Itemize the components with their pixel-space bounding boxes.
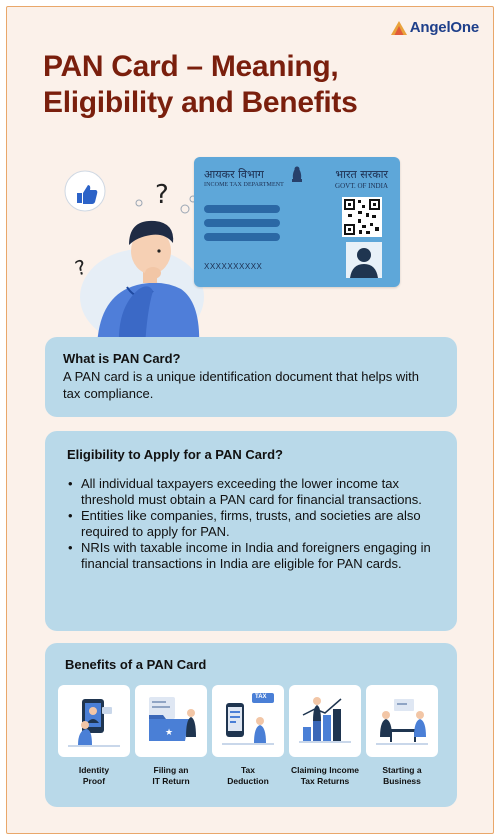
benefit-tile: ★ xyxy=(135,685,207,757)
eligibility-list: All individual taxpayers exceeding the l… xyxy=(65,476,437,572)
benefit-identity-proof: Identity Proof xyxy=(58,685,130,787)
benefit-label-line-1: Tax xyxy=(240,765,256,775)
benefits-row: Identity Proof ★ xyxy=(58,685,438,787)
page-title: PAN Card – Meaning, Eligibility and Bene… xyxy=(43,49,443,121)
benefit-label-line-2: IT Return xyxy=(152,776,190,786)
benefit-starting-a-business: Starting a Business xyxy=(366,685,438,787)
svg-text:★: ★ xyxy=(165,728,173,738)
title-line-2: Eligibility and Benefits xyxy=(43,86,358,119)
card-dept-hindi: आयकर विभाग xyxy=(204,168,264,181)
identity-proof-icon xyxy=(68,699,120,747)
benefit-label: Identity Proof xyxy=(55,765,133,787)
logo-text: AngelOne xyxy=(409,19,479,36)
card-govt-hindi: भारत सरकार xyxy=(335,168,388,181)
tax-tag: TAX xyxy=(255,694,267,700)
angelone-logo[interactable]: AngelOne xyxy=(390,19,479,36)
card-dept-english: INCOME TAX DEPARTMENT xyxy=(204,182,284,188)
starting-business-icon xyxy=(376,699,428,745)
filing-return-icon: ★ xyxy=(149,697,196,741)
svg-text:?: ? xyxy=(155,180,169,210)
eligibility-section: Eligibility to Apply for a PAN Card? All… xyxy=(45,431,457,631)
benefits-section: Benefits of a PAN Card I xyxy=(45,643,457,807)
benefit-label: Tax Deduction xyxy=(209,765,287,787)
benefit-label-line-2: Deduction xyxy=(227,776,269,786)
title-line-1: PAN Card – Meaning, xyxy=(43,50,339,83)
benefit-label-line-1: Identity xyxy=(78,765,110,775)
benefit-tile xyxy=(58,685,130,757)
photo-placeholder-icon xyxy=(346,242,382,278)
benefit-tax-deduction: TAX Tax Deduction xyxy=(212,685,284,787)
card-number: XXXXXXXXXX xyxy=(204,262,263,271)
card-text-bar xyxy=(204,233,280,241)
claiming-returns-icon xyxy=(299,697,351,743)
benefit-label: Filing an IT Return xyxy=(132,765,210,787)
benefit-tile: TAX xyxy=(212,685,284,757)
benefit-label-line-2: Business xyxy=(383,776,421,786)
card-govt-english: GOVT. OF INDIA xyxy=(335,182,388,190)
list-item: NRIs with taxable income in India and fo… xyxy=(65,540,437,572)
card-text-bar xyxy=(204,219,280,227)
list-item: Entities like companies, firms, trusts, … xyxy=(65,508,437,540)
list-item: All individual taxpayers exceeding the l… xyxy=(65,476,437,508)
benefit-label: Starting a Business xyxy=(363,765,441,787)
benefit-tile xyxy=(366,685,438,757)
national-emblem-icon xyxy=(292,166,302,182)
benefits-heading: Benefits of a PAN Card xyxy=(65,657,207,672)
thinking-person-icon: ? ? xyxy=(64,170,204,347)
benefit-label-line-2: Proof xyxy=(82,776,106,786)
what-is-pan-section: What is PAN Card? A PAN card is a unique… xyxy=(45,337,457,417)
hero-illustration: ? ? आयकर विभाग INCOME TAX DEPARTMENT xyxy=(7,137,495,347)
svg-text:?: ? xyxy=(72,255,88,281)
benefit-tile xyxy=(289,685,361,757)
benefit-label: Claiming Income Tax Returns xyxy=(286,765,364,787)
benefit-filing-it-return: ★ Filing an IT Return xyxy=(135,685,207,787)
pan-card-illustration: आयकर विभाग INCOME TAX DEPARTMENT भारत सर… xyxy=(194,157,400,287)
tax-deduction-icon xyxy=(222,693,274,745)
benefit-label-line-1: Filing an xyxy=(153,765,189,775)
what-heading: What is PAN Card? xyxy=(63,351,181,366)
card-text-bar xyxy=(204,205,280,213)
benefit-label-line-1: Starting a xyxy=(382,765,422,775)
benefit-claiming-income-tax-returns: Claiming Income Tax Returns xyxy=(289,685,361,787)
benefit-label-line-1: Claiming Income xyxy=(290,765,359,775)
infographic-page: AngelOne PAN Card – Meaning, Eligibility… xyxy=(6,6,494,834)
eligibility-heading: Eligibility to Apply for a PAN Card? xyxy=(67,447,283,462)
benefit-label-line-2: Tax Returns xyxy=(300,776,350,786)
what-text: A PAN card is a unique identification do… xyxy=(63,369,420,401)
qr-code-icon xyxy=(342,197,382,237)
logo-triangle-icon xyxy=(390,20,407,35)
